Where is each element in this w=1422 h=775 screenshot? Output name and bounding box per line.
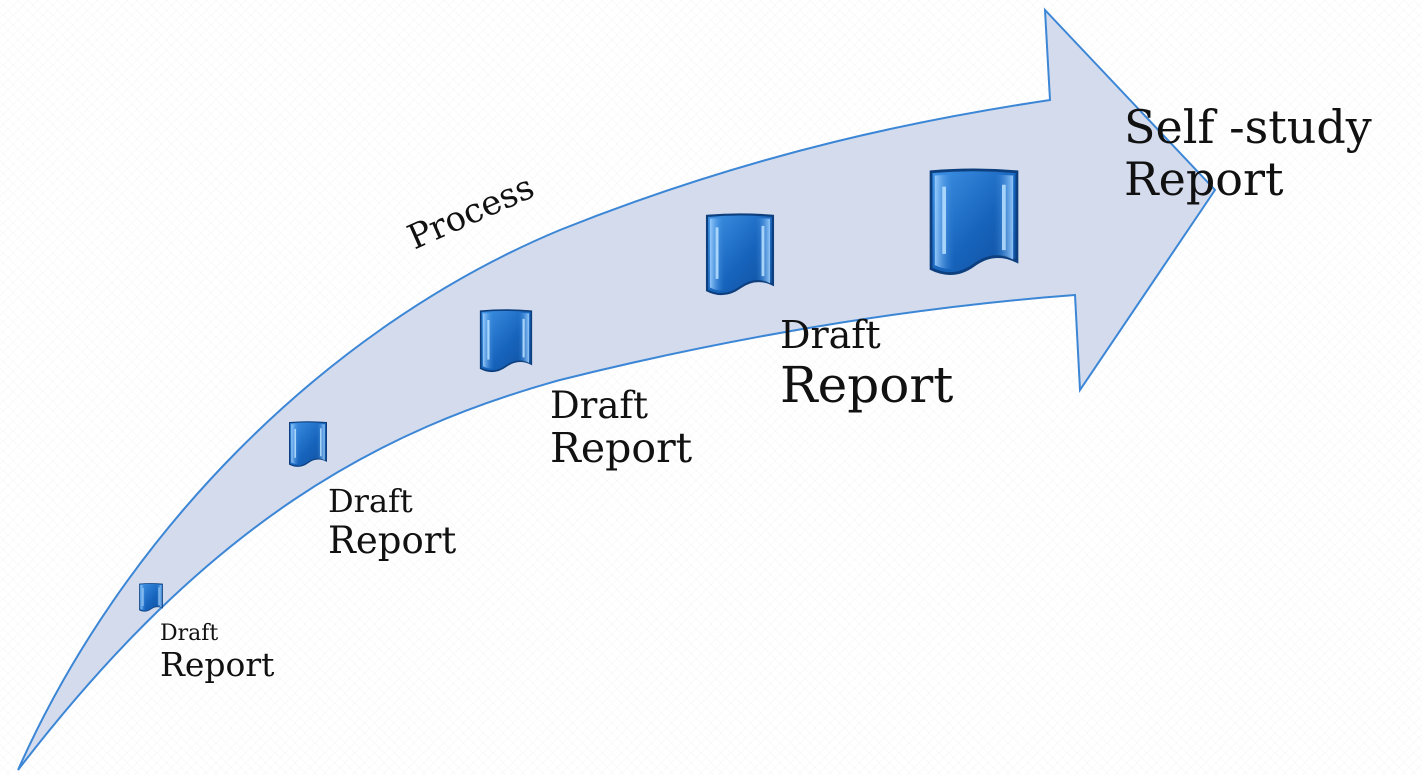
step-label-1: Draft Report	[160, 621, 275, 684]
final-label: Self -study Report	[1124, 100, 1372, 206]
step-label-2: Draft Report	[328, 482, 457, 562]
step-label-3-line1: Draft	[550, 384, 648, 427]
draft-document-icon-4	[705, 213, 775, 296]
self-study-document-icon	[922, 168, 1026, 280]
draft-document-icon-1	[138, 583, 164, 612]
step-label-1-line1: Draft	[160, 621, 219, 646]
draft-document-icon-2	[288, 421, 328, 468]
step-label-3: Draft Report	[550, 385, 692, 472]
arrow-body	[17, 7, 1217, 771]
step-label-4-line1: Draft	[780, 313, 881, 357]
step-label-3-line2: Report	[550, 424, 693, 473]
step-label-2-line1: Draft	[328, 482, 413, 520]
final-label-line2: Report	[1124, 151, 1284, 206]
step-label-1-line2: Report	[160, 644, 275, 684]
step-label-2-line2: Report	[328, 518, 457, 562]
final-label-line1: Self -study	[1124, 100, 1372, 154]
step-label-4: Draft Report	[780, 314, 953, 413]
draft-document-icon-3	[479, 309, 533, 373]
step-label-4-line2: Report	[780, 355, 954, 414]
